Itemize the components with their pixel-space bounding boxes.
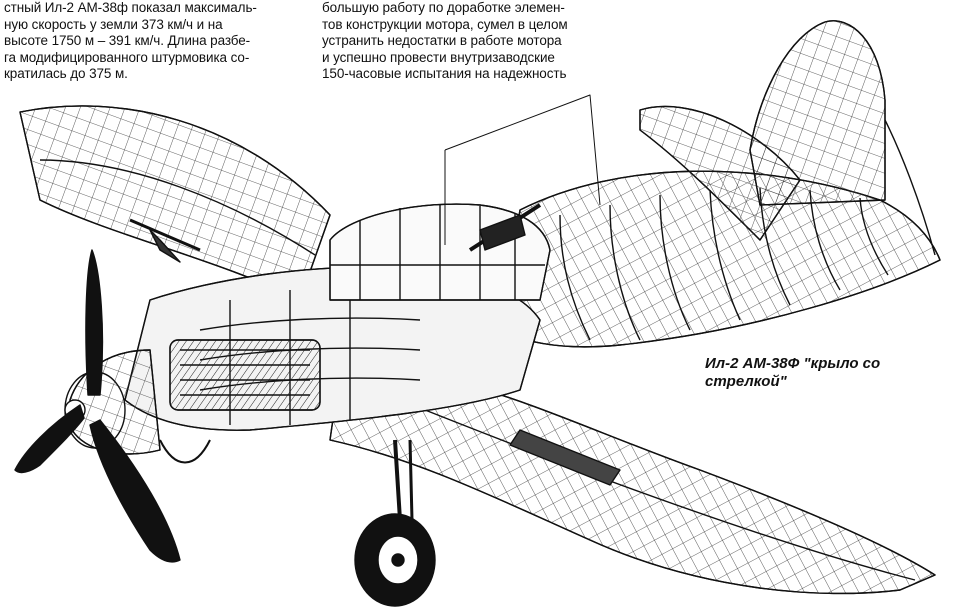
vertical-tail — [749, 20, 936, 256]
left-wing — [19, 105, 331, 301]
text-line: устранить недостатки в работе мотора — [322, 33, 562, 48]
text-line: стный Ил-2 АМ-38ф показал максималь- — [4, 0, 257, 15]
caption-line: Ил-2 АМ-38Ф "крыло со — [705, 355, 881, 372]
antenna — [444, 94, 601, 245]
text-line: и успешно провести внутризаводские — [322, 49, 555, 65]
text-line: высоте 1750 м – 391 км/ч. Длина разбе- — [4, 33, 251, 48]
text-line: га модифицированного штурмовика со- — [4, 49, 250, 65]
article-column-left: стный Ил-2 АМ-38ф показал максималь- ную… — [4, 0, 257, 83]
text-line: кратилась до 375 м. — [4, 66, 128, 81]
main-landing-gear — [159, 439, 436, 607]
right-wing — [329, 368, 936, 595]
propeller — [14, 249, 181, 563]
rear-gunner-mg — [468, 203, 542, 252]
text-line: большую работу по доработке элемен- — [322, 0, 565, 15]
text-line: ную скорость у земли 373 км/ч и на — [4, 16, 223, 32]
article-column-right: большую работу по доработке элемен- тов … — [322, 0, 568, 83]
figure-caption: Ил-2 АМ-38Ф "крыло со стрелкой" — [705, 355, 880, 391]
text-line: 150-часовые испытания на надежность — [322, 66, 567, 81]
engine-block — [169, 339, 321, 411]
text-line: тов конструкции мотора, сумел в целом — [322, 16, 568, 32]
caption-line: стрелкой" — [705, 373, 787, 390]
